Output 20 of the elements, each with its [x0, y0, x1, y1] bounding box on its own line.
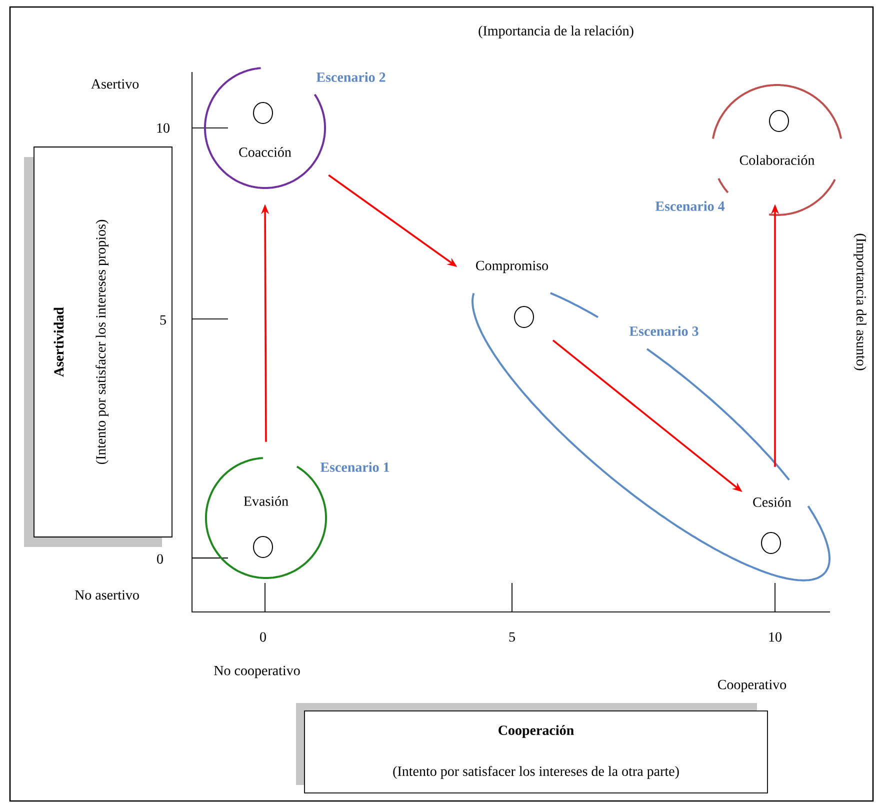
- axis-label: Cooperativo: [718, 680, 786, 692]
- tick-label: 0: [260, 632, 266, 642]
- tick-label: 0: [157, 554, 163, 564]
- scenario-label: Escenario 4: [655, 201, 725, 211]
- tick-label: 10: [157, 123, 170, 133]
- axis-label: (Importancia de la relación): [478, 26, 634, 38]
- axis-label: Asertivo: [91, 79, 139, 89]
- scenario-label: Escenario 2: [316, 72, 386, 82]
- axis-label: (Importancia del asunto): [854, 234, 866, 370]
- tick-label: 5: [509, 632, 515, 642]
- axis-label: No cooperativo: [214, 666, 300, 678]
- axis-label: No asertivo: [74, 590, 139, 600]
- tick-label: 10: [769, 632, 782, 642]
- scenario-label: Escenario 1: [320, 462, 390, 472]
- tick-label: 5: [160, 315, 166, 325]
- point-label: Compromiso: [476, 260, 548, 274]
- point-label: Cesión: [753, 497, 792, 507]
- scenario-label: Escenario 3: [629, 326, 698, 336]
- scenario-ellipse: [472, 292, 830, 582]
- axis-title-box: Cooperación (Intento por satisfacer los intereses de la otra parte): [296, 702, 768, 794]
